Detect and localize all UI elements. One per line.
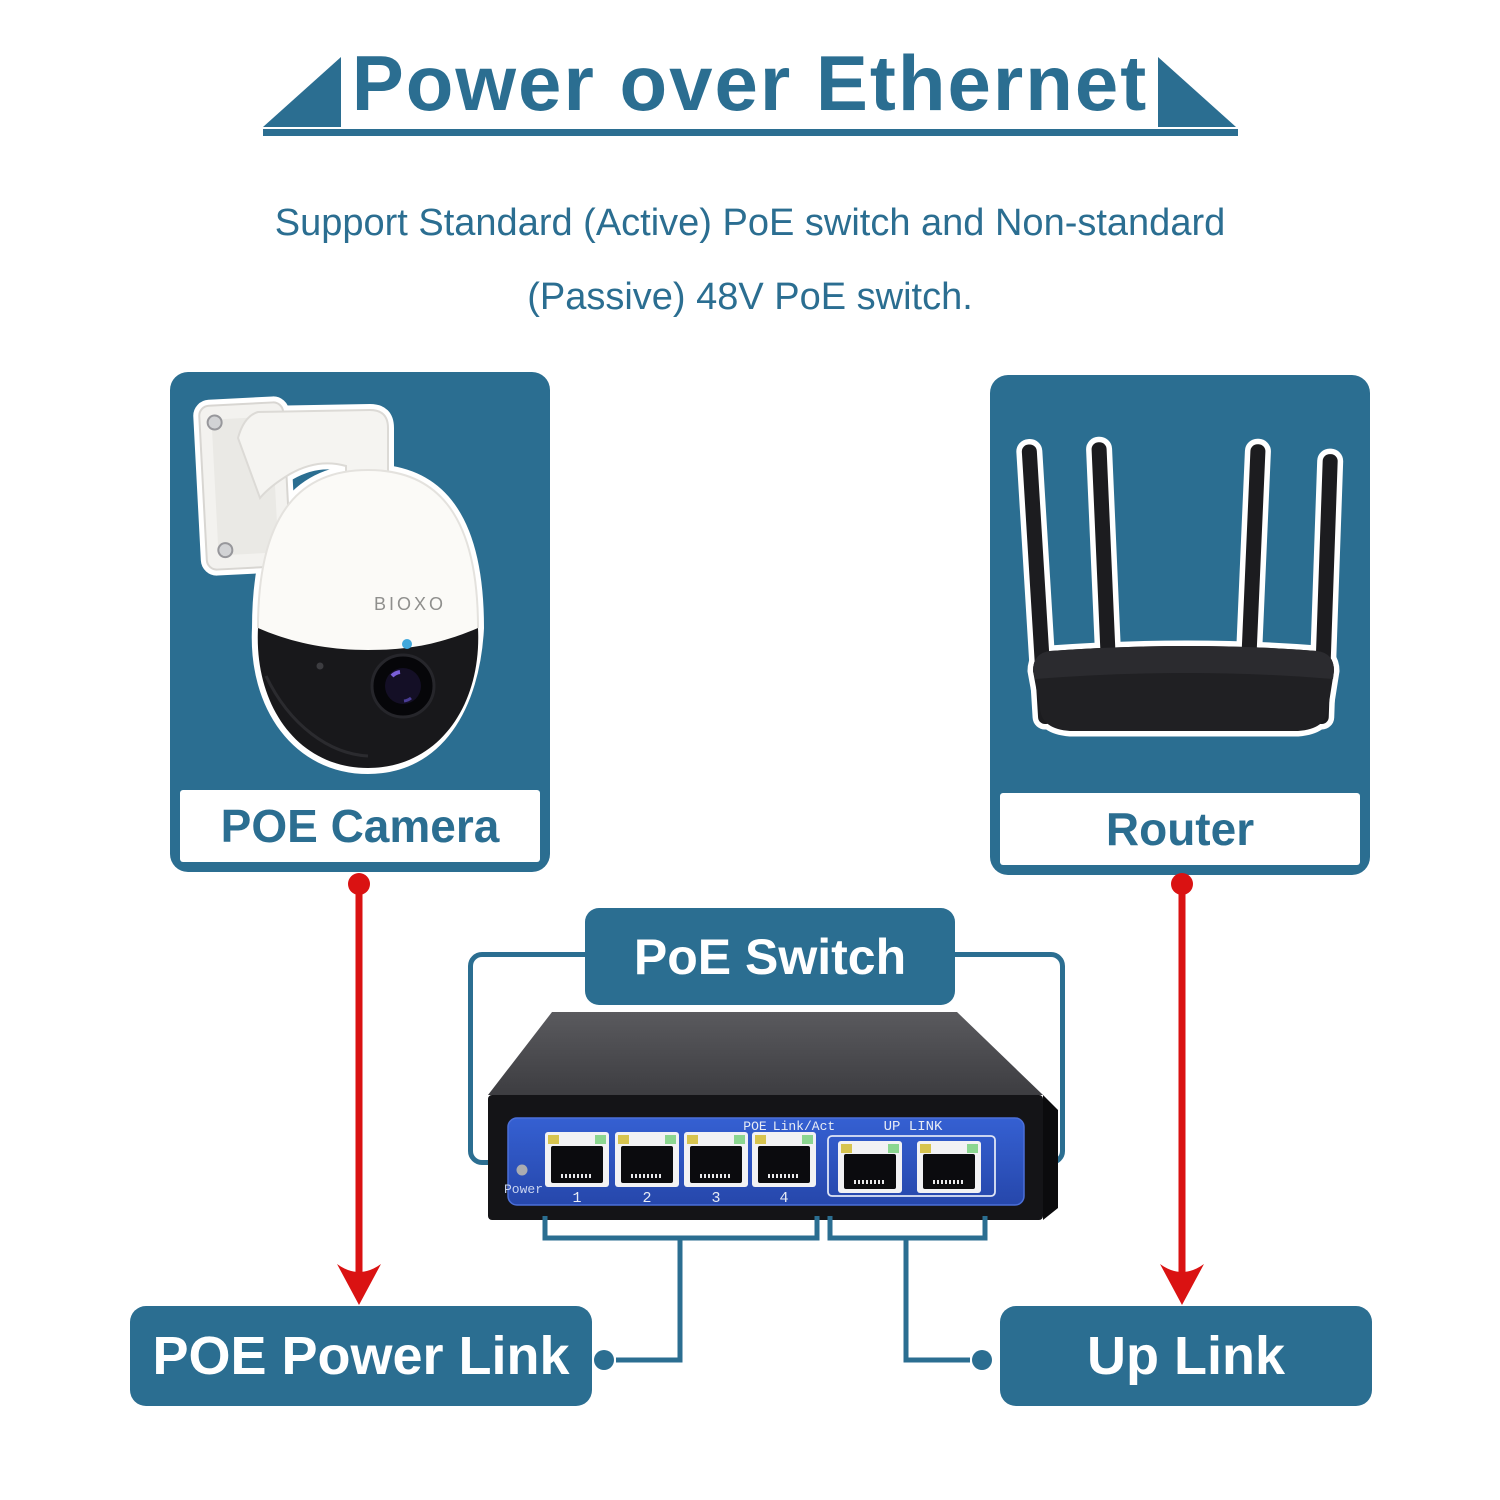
port-number-1: 1	[572, 1190, 581, 1207]
poe-bracket-connector-dot	[594, 1350, 614, 1370]
port-number-3: 3	[711, 1190, 720, 1207]
title-underline	[263, 129, 1238, 136]
uplink-column-label: UP LINK	[884, 1119, 943, 1135]
power-led	[516, 1164, 528, 1176]
power-label: Power	[504, 1182, 543, 1197]
poe-power-link-box: POE Power Link	[130, 1306, 592, 1406]
port-number-4: 4	[779, 1190, 788, 1207]
switch-label: PoE Switch	[585, 908, 955, 1005]
uplink-port-1	[838, 1141, 902, 1193]
ethernet-port-2	[615, 1132, 679, 1187]
router-icon	[1016, 436, 1344, 737]
uplink-group-outline	[827, 1135, 996, 1197]
ethernet-port-4	[752, 1132, 816, 1187]
camera-brand-text: BIOXO	[374, 594, 446, 614]
subtitle-line-1: Support Standard (Active) PoE switch and…	[274, 202, 1226, 244]
router-panel: Router	[990, 375, 1370, 875]
poe-camera-icon: BIOXO	[193, 396, 484, 774]
uplink-port-2	[917, 1141, 981, 1193]
camera-label: POE Camera	[180, 790, 540, 862]
router-down-arrow-icon	[1160, 873, 1204, 1305]
poe-switch-icon: Power POE Link/Act UP LINK	[488, 1012, 1058, 1220]
up-link-box: Up Link	[1000, 1306, 1372, 1406]
ethernet-port-3	[684, 1132, 748, 1187]
router-label: Router	[1000, 793, 1360, 865]
uplink-bracket-connector-dot	[972, 1350, 992, 1370]
subtitle-line-2: (Passive) 48V PoE switch.	[527, 276, 973, 318]
linkact-column-label: Link/Act	[773, 1119, 835, 1134]
subtitle: Support Standard (Active) PoE switch and…	[0, 186, 1500, 334]
port-number-2: 2	[642, 1190, 651, 1207]
ethernet-port-1	[545, 1132, 609, 1187]
camera-down-arrow-icon	[337, 873, 381, 1305]
page-title: Power over Ethernet	[351, 39, 1149, 127]
camera-panel: BIOXO POE Camera	[170, 372, 550, 872]
poe-column-label: POE	[743, 1119, 767, 1134]
